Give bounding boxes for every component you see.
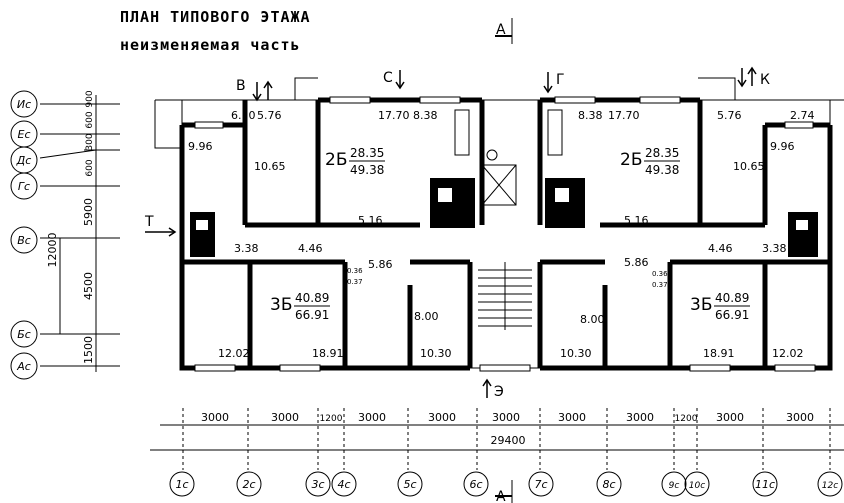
- axis-label-6s: 6с: [469, 478, 482, 491]
- axis-label-Is: Ис: [17, 98, 31, 111]
- label-v: В: [236, 78, 246, 94]
- room-area: 0.37: [347, 278, 363, 286]
- apartment-type-2b-left: 2Б: [325, 150, 347, 170]
- plan-title: ПЛАН ТИПОВОГО ЭТАЖА: [120, 8, 311, 26]
- vdim-600-a: 600: [85, 111, 95, 128]
- apartment-total-2b-right: 49.38: [645, 163, 679, 177]
- room-area: 8.38: [578, 109, 603, 122]
- axis-label-8s: 8с: [602, 478, 615, 491]
- vdim-1500: 1500: [82, 336, 95, 364]
- room-area: 10.65: [254, 160, 286, 173]
- axis-label-5s: 5с: [403, 478, 416, 491]
- hdim-10: 3000: [716, 411, 744, 424]
- room-area: 5.86: [368, 258, 393, 271]
- room-area: 8.38: [413, 109, 438, 122]
- hdim-6: 3000: [492, 411, 520, 424]
- room-area: 17.70: [608, 109, 640, 122]
- room-area: 10.30: [560, 347, 592, 360]
- label-s: С: [383, 70, 393, 86]
- vdim-4500: 4500: [82, 272, 95, 300]
- room-area: 2.74: [790, 109, 815, 122]
- hdim-2: 3000: [271, 411, 299, 424]
- axis-label-10s: 10с: [689, 481, 705, 491]
- room-area: 12.02: [772, 347, 804, 360]
- apartment-living-3b-right: 40.89: [715, 291, 749, 305]
- section-mark-top: А: [496, 22, 506, 38]
- hdim-8: 3000: [626, 411, 654, 424]
- hdim-3: 1200: [320, 414, 343, 424]
- vdim-5900: 5900: [82, 198, 95, 226]
- room-area: 4.46: [298, 242, 323, 255]
- apartment-type-3b-right: 3Б: [690, 295, 712, 315]
- axis-label-12s: 12с: [822, 481, 838, 491]
- apartment-type-2b-right: 2Б: [620, 150, 642, 170]
- axis-label-2s: 2с: [242, 478, 255, 491]
- vdim-12000: 12000: [46, 233, 59, 268]
- vdim-900: 900: [85, 90, 95, 107]
- hdim-11: 3000: [786, 411, 814, 424]
- apartment-living-2b-left: 28.35: [350, 146, 384, 160]
- vdim-600-b: 600: [85, 159, 95, 176]
- apartment-total-3b-left: 66.91: [295, 308, 329, 322]
- apartment-total-2b-left: 49.38: [350, 163, 384, 177]
- room-area: 0.36: [652, 270, 668, 278]
- room-area: 9.96: [188, 140, 213, 153]
- room-area: 5.76: [717, 109, 742, 122]
- room-area: 5.16: [624, 214, 649, 227]
- room-area: 3.38: [234, 242, 259, 255]
- room-area: 12.02: [218, 347, 250, 360]
- room-area: 4.46: [708, 242, 733, 255]
- apartment-living-3b-left: 40.89: [295, 291, 329, 305]
- room-area: 5.76: [257, 109, 282, 122]
- axis-label-Bs: Бс: [17, 328, 31, 341]
- hdim-7: 3000: [558, 411, 586, 424]
- room-area: 5.16: [358, 214, 383, 227]
- room-area: 10.30: [420, 347, 452, 360]
- axis-label-7s: 7с: [534, 478, 547, 491]
- axis-label-Vs: Вс: [17, 234, 31, 247]
- axis-label-1s: 1с: [175, 478, 188, 491]
- hdim-4: 3000: [358, 411, 386, 424]
- apartment-type-3b-left: 3Б: [270, 295, 292, 315]
- room-area: 5.86: [624, 256, 649, 269]
- axis-label-11s: 11с: [755, 478, 775, 491]
- section-mark-bottom: А: [496, 489, 506, 503]
- room-area: 18.91: [312, 347, 344, 360]
- label-g: Г: [556, 72, 565, 88]
- axis-label-Gs: Гс: [18, 180, 30, 193]
- room-area: 10.65: [733, 160, 765, 173]
- hdim-9: 1200: [675, 414, 698, 424]
- vdim-300: 300: [85, 133, 95, 150]
- room-area: 0.36: [347, 267, 363, 275]
- room-area: 0.37: [652, 281, 668, 289]
- apartment-total-3b-right: 66.91: [715, 308, 749, 322]
- room-area: 8.00: [414, 310, 439, 323]
- axis-label-As: Ас: [16, 360, 31, 373]
- label-e: Э: [494, 384, 504, 400]
- label-t: Т: [144, 214, 154, 230]
- axis-label-Es: Ес: [18, 128, 31, 141]
- axis-label-9s: 9с: [669, 481, 680, 491]
- hdim-5: 3000: [428, 411, 456, 424]
- axis-label-3s: 3с: [311, 478, 324, 491]
- apartment-living-2b-right: 28.35: [645, 146, 679, 160]
- plan-subtitle: неизменяемая часть: [120, 36, 301, 54]
- axis-label-Ds: Дс: [16, 154, 32, 167]
- room-area: 3.38: [762, 242, 787, 255]
- room-area: 18.91: [703, 347, 735, 360]
- room-area: 17.70: [378, 109, 410, 122]
- label-k: К: [760, 72, 770, 88]
- axis-label-4s: 4с: [337, 478, 350, 491]
- room-area: 9.96: [770, 140, 795, 153]
- room-area: 6.10: [231, 109, 256, 122]
- total-dimension: 29400: [491, 434, 526, 447]
- room-area: 8.00: [580, 313, 605, 326]
- hdim-1: 3000: [201, 411, 229, 424]
